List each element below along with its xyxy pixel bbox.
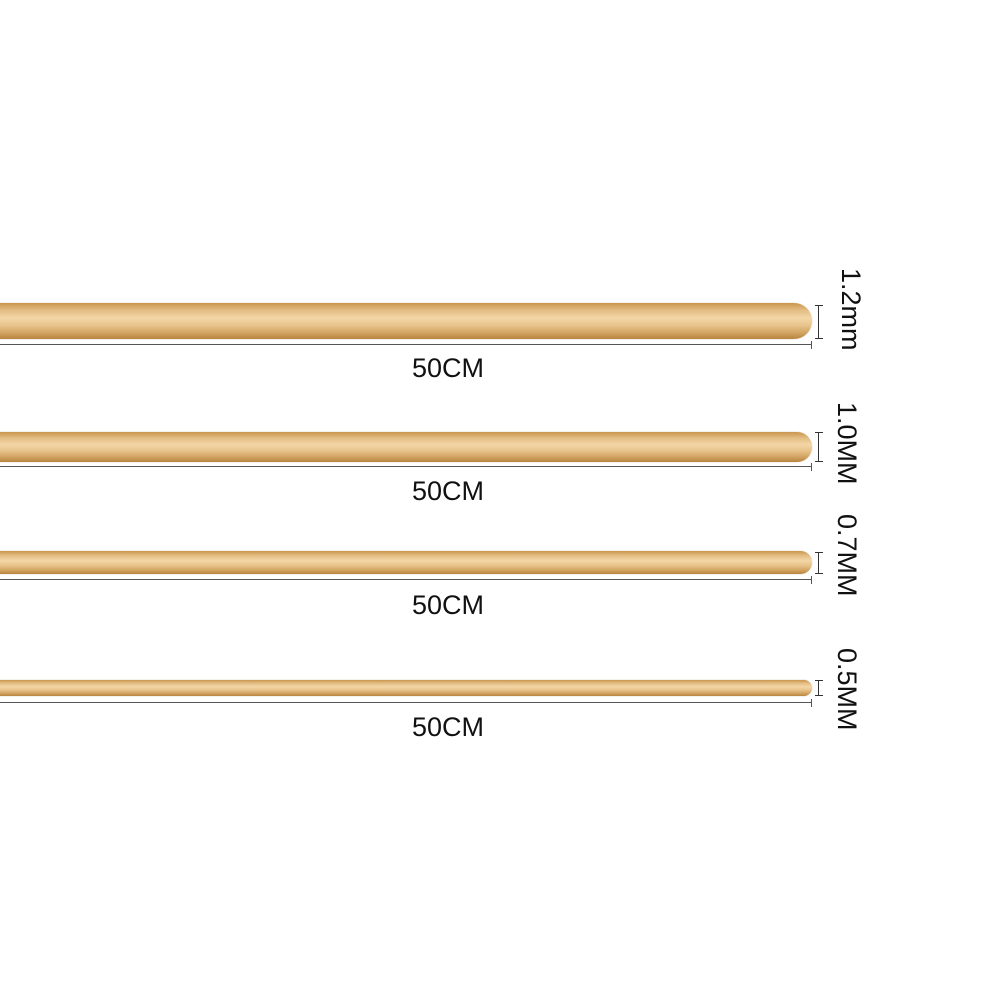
brass-rod-2 <box>0 432 812 462</box>
brass-rod-4 <box>0 680 812 696</box>
length-dimension-line-2 <box>0 463 812 471</box>
length-dimension-line-4 <box>0 699 812 707</box>
diameter-bracket-1 <box>815 305 825 339</box>
diameter-bracket-4 <box>815 680 825 696</box>
length-label-3: 50CM <box>412 590 485 620</box>
brass-rod-3 <box>0 551 812 574</box>
length-label-2: 50CM <box>412 476 485 506</box>
length-dimension-line-3 <box>0 576 812 584</box>
diameter-bracket-3 <box>815 552 825 574</box>
diameter-label-3: 0.7MM <box>832 514 862 597</box>
brass-rod-1 <box>0 303 812 339</box>
diameter-label-2: 1.0MM <box>832 402 862 485</box>
length-dimension-line-1 <box>0 341 812 349</box>
diameter-label-4: 0.5MM <box>832 648 862 731</box>
diameter-bracket-2 <box>815 432 825 462</box>
diameter-label-1: 1.2mm <box>836 268 866 351</box>
length-label-1: 50CM <box>412 353 485 383</box>
length-label-4: 50CM <box>412 712 485 742</box>
